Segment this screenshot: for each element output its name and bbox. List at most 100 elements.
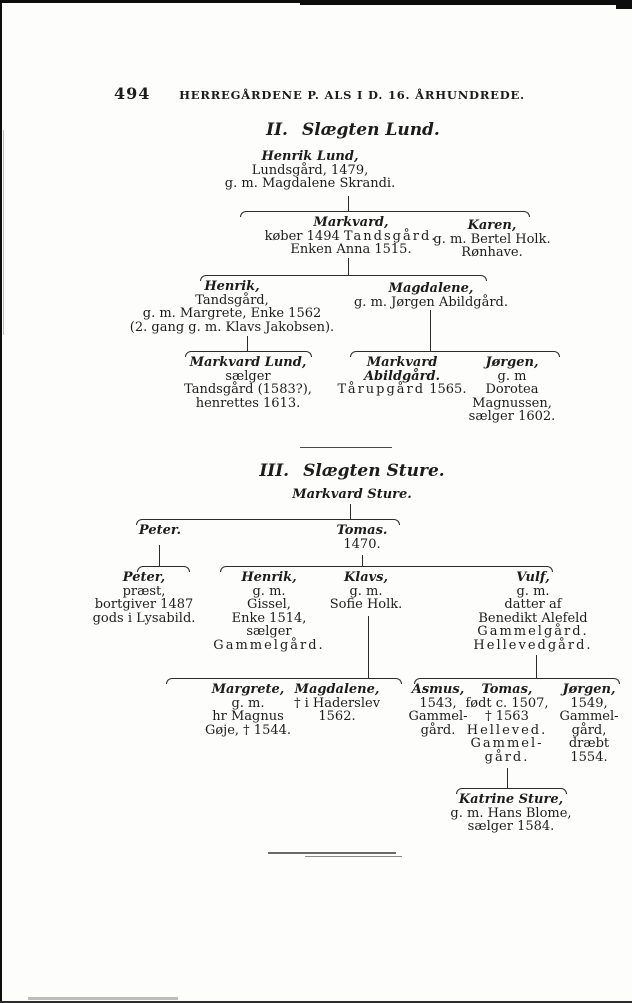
node-line: gård, <box>571 722 607 738</box>
node-henrik-tandsgaard: Henrik, Tandsgård, g. m. Margrete, Enke … <box>130 280 334 334</box>
section-divider <box>300 447 392 448</box>
person-name: Karen, <box>467 218 517 233</box>
node-line: Enke 1514, <box>231 610 307 626</box>
node-line: 1554. <box>570 749 608 765</box>
node-line: Gammel- <box>559 709 619 725</box>
node-line: gård. <box>484 749 530 765</box>
section-name: Slægten Sture. <box>303 461 445 481</box>
node-magdalene: Magdalene, g. m. Jørgen Abildgård. <box>354 282 508 309</box>
node-line: Hellevedgård. <box>473 637 593 653</box>
tree-connector-vline <box>159 545 161 567</box>
node-line: Helleved. <box>466 722 548 738</box>
node-line: Lundsgård, 1479, <box>251 162 369 178</box>
section-roman-numeral: II. <box>266 120 288 140</box>
node-line: gods i Lysabild. <box>92 610 196 626</box>
node-henrik-lund: Henrik Lund, Lundsgård, 1479, g. m. Magd… <box>225 150 395 191</box>
node-joergen: Jørgen, g. m Dorotea Magnussen, sælger 1… <box>469 356 556 424</box>
tree-connector-vline <box>348 258 350 276</box>
person-name: Markvard Sture. <box>292 487 412 502</box>
page-number: 494 <box>114 84 151 103</box>
node-line: † i Haderslev <box>293 695 381 711</box>
scan-edge-bottom <box>0 1001 632 1003</box>
node-line: køber 1494 Tandsgård. <box>264 228 438 244</box>
node-line: Gammelgård. <box>213 637 325 653</box>
person-name: Peter, <box>122 570 166 585</box>
tree-connector-vline <box>507 768 509 789</box>
node-line: Gøje, † 1544. <box>204 722 292 738</box>
person-name: Abildgård. <box>363 368 441 384</box>
person-name: Peter. <box>138 523 182 538</box>
node-line: 1549, <box>570 695 608 711</box>
tree-connector-bracket <box>456 788 567 794</box>
person-name: Henrik Lund, <box>261 149 359 164</box>
node-henrik-sture: Henrik, g. m. Gissel, Enke 1514, sælger … <box>213 571 324 653</box>
node-line: Gammel- <box>470 736 544 752</box>
node-line: g. m. Margrete, Enke 1562 <box>142 306 322 322</box>
node-line: 1470. <box>343 536 381 552</box>
person-name: Henrik, <box>204 279 260 294</box>
tree-connector-bracket <box>166 678 402 684</box>
section-title-lund: II. Slægten Lund. <box>266 120 440 140</box>
node-line: g. m. Hans Blome, <box>450 805 572 821</box>
node-line: 1543, <box>419 695 457 711</box>
person-name: Jørgen, <box>562 682 616 697</box>
section-name: Slægten Lund. <box>301 120 440 140</box>
section-title-sture: III. Slægten Sture. <box>259 461 444 481</box>
person-name: Jørgen, <box>485 355 539 370</box>
node-peter-jr: Peter, præst, bortgiver 1487 gods i Lysa… <box>93 571 196 625</box>
node-line: (2. gang g. m. Klavs Jakobsen). <box>129 319 335 335</box>
node-tomas-sr: Tomas. 1470. <box>337 524 388 551</box>
node-line: Dorotea <box>485 382 539 398</box>
person-name: Magdalene, <box>388 281 474 296</box>
node-line: g. m. <box>516 583 550 599</box>
tree-connector-vline <box>430 310 432 352</box>
node-line: født c. 1507, <box>465 695 549 711</box>
person-name: Tomas, <box>481 682 533 697</box>
node-vulf: Vulf, g. m. datter af Benedikt Alefeld G… <box>473 571 592 653</box>
node-line: Sofie Holk. <box>329 597 403 613</box>
tree-connector-bracket <box>200 275 487 281</box>
node-line: Magnussen, <box>472 395 552 411</box>
node-klavs: Klavs, g. m. Sofie Holk. <box>330 571 403 612</box>
node-line: Enken Anna 1515. <box>290 242 412 258</box>
tree-connector-vline <box>348 196 350 212</box>
scan-edge-corner <box>616 0 632 9</box>
person-name: Tomas. <box>336 523 388 538</box>
person-name: Katrine Sture, <box>458 792 564 807</box>
tree-connector-vline <box>536 655 538 679</box>
tree-connector-vline <box>368 616 370 679</box>
section-roman-numeral: III. <box>259 461 290 481</box>
node-joergen-sture: Jørgen, 1549, Gammel- gård, dræbt 1554. <box>559 683 618 765</box>
person-name: Vulf, <box>516 570 550 585</box>
tree-connector-bracket <box>185 351 312 357</box>
node-line: dræbt <box>568 736 610 752</box>
scan-edge-left <box>0 0 2 1003</box>
node-line: Rønhave. <box>461 245 523 261</box>
end-divider-top <box>268 852 396 854</box>
node-line: g. m. Magdalene Skrandi. <box>224 176 396 192</box>
person-name: Markvard <box>366 355 438 370</box>
tree-connector-bracket <box>414 678 620 684</box>
node-line: Tandsgård (1583?), <box>184 382 312 398</box>
node-line: sælger <box>225 368 271 384</box>
person-name: Asmus, <box>411 682 465 697</box>
node-line: præst, <box>122 583 166 599</box>
scan-edge-top-right <box>300 0 632 5</box>
node-line: 1562. <box>318 709 356 725</box>
node-line: Gammel- <box>408 709 468 725</box>
tree-connector-bracket <box>136 519 400 525</box>
person-name: Henrik, <box>241 570 297 585</box>
node-line: henrettes 1613. <box>195 395 301 411</box>
node-karen: Karen, g. m. Bertel Holk. Rønhave. <box>433 219 550 260</box>
node-line: Gammelgård. <box>477 624 589 640</box>
node-line: g. m. <box>252 583 286 599</box>
person-name: Magdalene, <box>294 682 380 697</box>
node-line: Tandsgård, <box>195 292 269 308</box>
node-asmus: Asmus, 1543, Gammel- gård. <box>408 683 467 737</box>
node-line: Benedikt Alefeld <box>478 610 588 626</box>
node-line: datter af <box>504 597 562 613</box>
node-line: † 1563 <box>485 709 529 725</box>
scan-streak-left <box>3 130 4 335</box>
node-line: gård. <box>420 722 456 738</box>
tree-connector-bracket <box>350 351 560 357</box>
